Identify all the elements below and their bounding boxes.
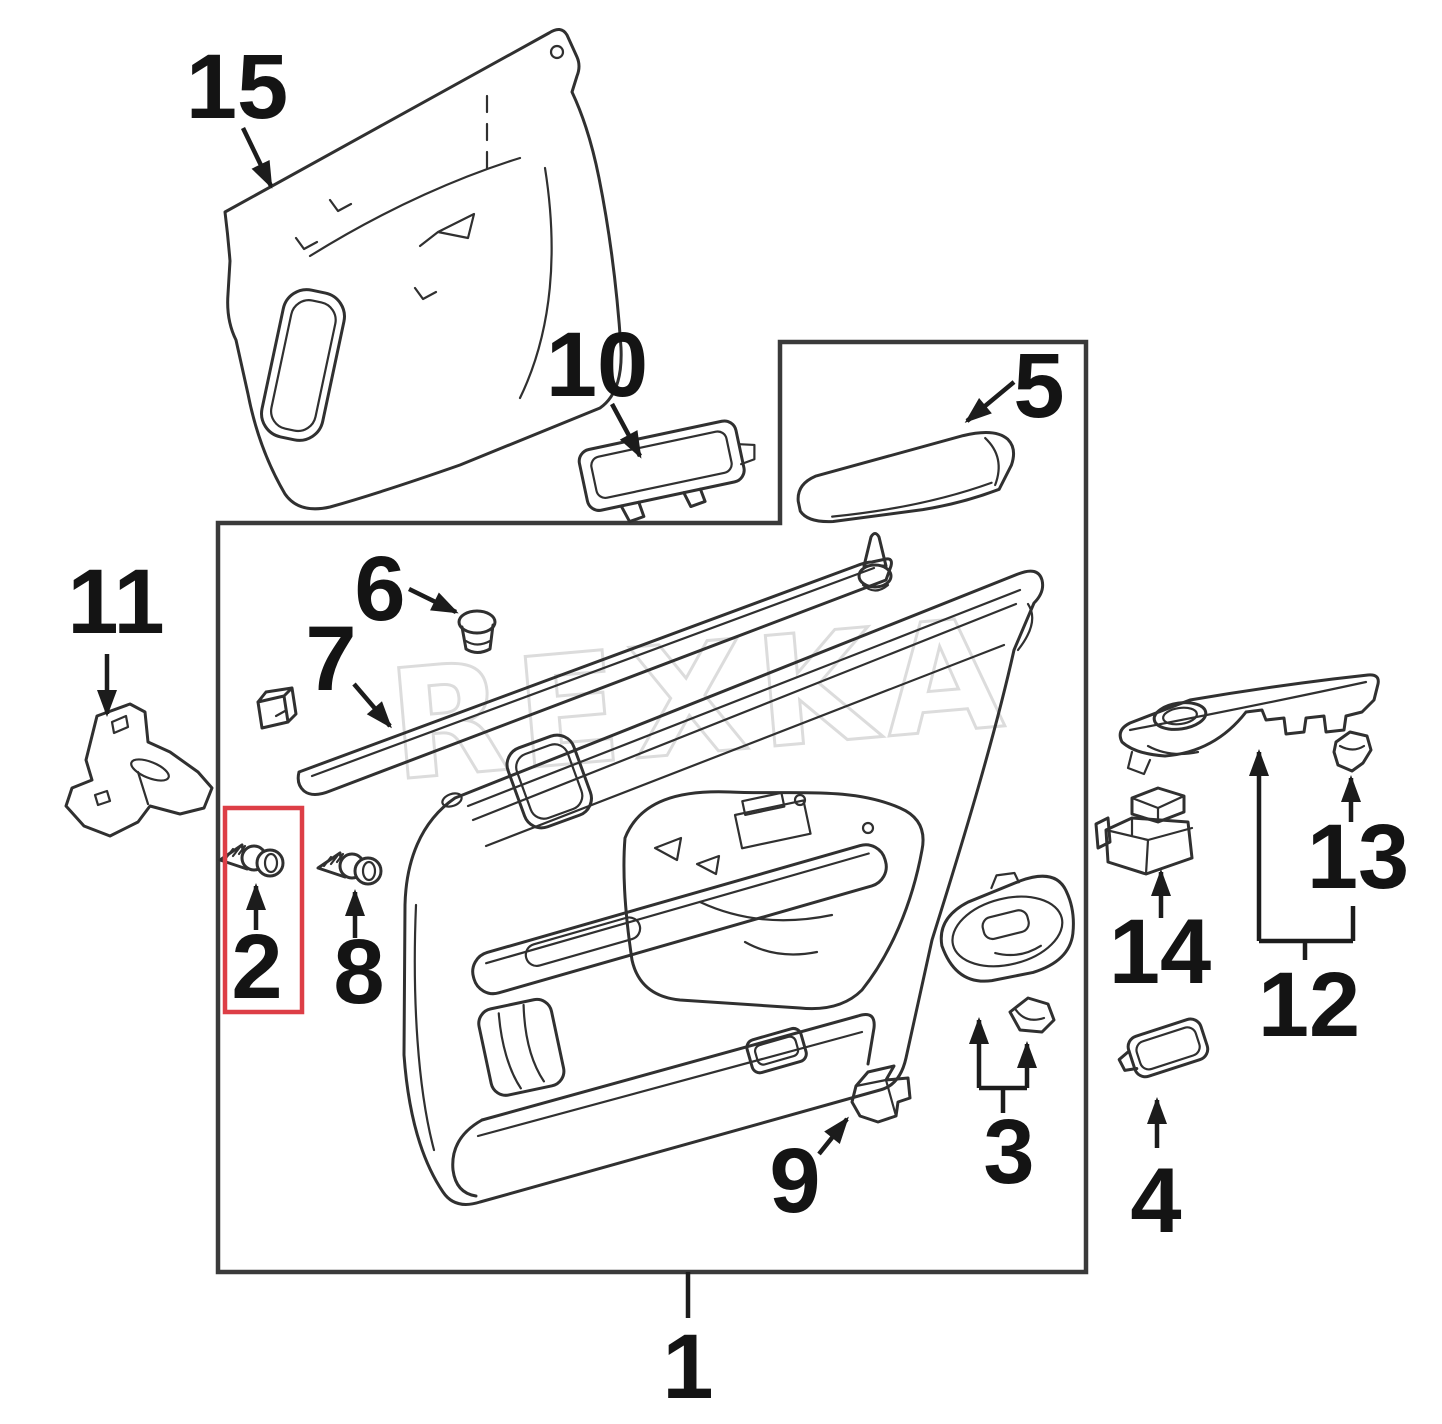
- callout-labels: 15 10 5 11 6 7 2 8 9 3 14 13 12 4 1: [67, 36, 1409, 1418]
- highlight-box-part-2: [222, 805, 305, 1015]
- arrow-to-part-6: [408, 586, 459, 615]
- bracket-part-12: [1259, 906, 1356, 960]
- arrow-to-part-9: [817, 1116, 849, 1156]
- part-label-10: 10: [546, 314, 648, 416]
- part-11-bracket: [64, 702, 214, 838]
- part-label-8: 8: [333, 921, 384, 1023]
- arrow-to-part-7: [352, 682, 392, 729]
- part-label-15: 15: [186, 36, 288, 138]
- part-drawings: [64, 28, 1380, 1206]
- part-3-handle-case: [939, 871, 1075, 1034]
- arrow-to-part-5: [964, 380, 1016, 423]
- part-label-1: 1: [662, 1316, 713, 1418]
- part-label-12: 12: [1258, 954, 1360, 1056]
- part-label-13: 13: [1307, 806, 1409, 908]
- part-label-5: 5: [1013, 335, 1064, 437]
- part-label-9: 9: [769, 1130, 820, 1232]
- part-10-tray: [577, 419, 756, 524]
- part-12-switch-panel-trim: [1118, 673, 1380, 776]
- part-4-cap: [1117, 1017, 1210, 1079]
- part-14-window-switch: [1094, 786, 1194, 876]
- part-6-grommet-clip: [457, 609, 497, 654]
- part-label-4: 4: [1130, 1150, 1181, 1252]
- part-13-clip: [1332, 730, 1373, 773]
- bracket-part-3: [979, 1085, 1027, 1113]
- arrow-to-part-15: [240, 127, 274, 189]
- part-label-6: 6: [354, 538, 405, 640]
- part-7-belt-molding: [296, 557, 893, 796]
- part-label-2: 2: [231, 916, 282, 1018]
- diagram-border-box: [215, 339, 1089, 1275]
- arrow-to-part-10: [610, 402, 642, 459]
- part-15-door-liner-sheet: [223, 28, 623, 511]
- part-label-14: 14: [1109, 901, 1211, 1003]
- part-9-clip: [850, 1064, 912, 1124]
- part-label-3: 3: [983, 1101, 1034, 1203]
- part-label-7: 7: [305, 608, 356, 710]
- part-label-11: 11: [67, 551, 164, 653]
- part-5-armrest: [796, 430, 1016, 524]
- molding-cube-clip: [256, 686, 298, 730]
- part-1-door-trim-panel: [402, 569, 1045, 1206]
- callout-connectors: [97, 127, 1361, 1318]
- part-3-clip: [1008, 996, 1056, 1034]
